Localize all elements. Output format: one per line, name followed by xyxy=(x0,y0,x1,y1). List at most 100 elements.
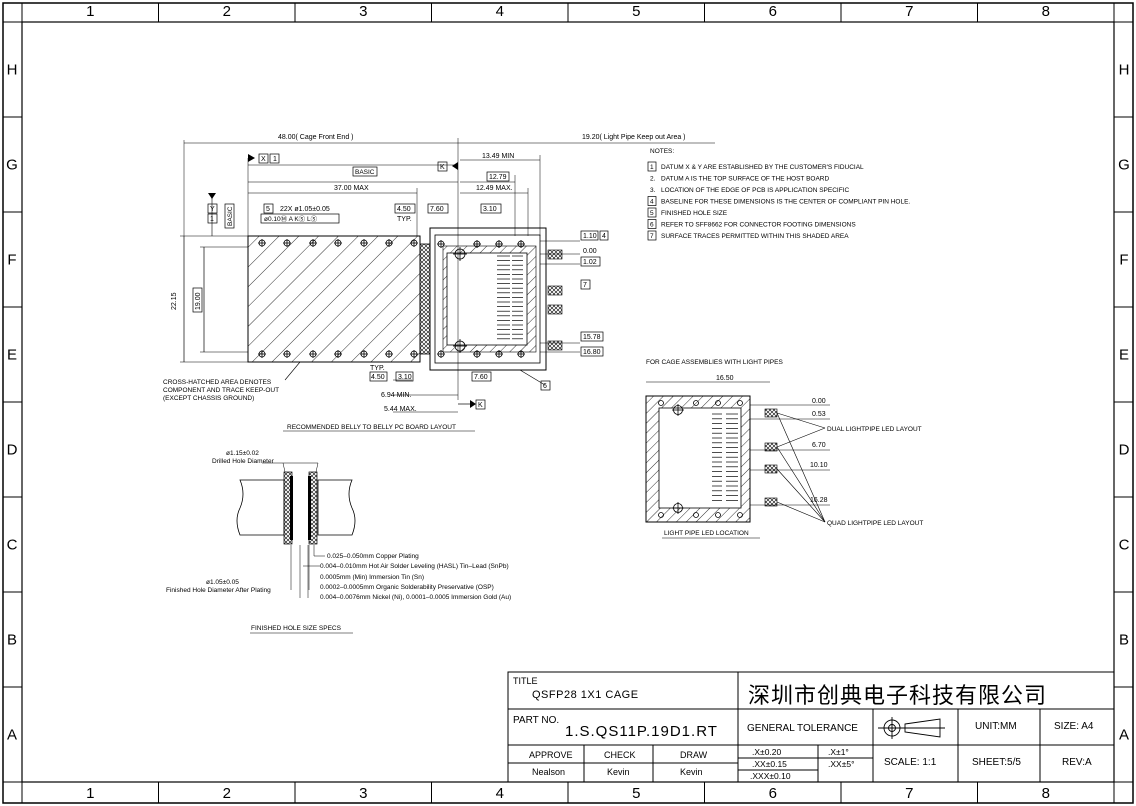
note-number: 5 xyxy=(650,210,654,217)
dim-12-49: 12.49 MAX. xyxy=(476,185,513,192)
dim-3-10b: 3.10 xyxy=(398,374,412,381)
note-number: 7 xyxy=(650,233,654,240)
zone-row-F: F xyxy=(1119,252,1128,269)
note-item: REFER TO SFF8662 FOR CONNECTOR FOOTING D… xyxy=(661,222,856,229)
dim-light-pipe-keepout: 19.20( Light Pipe Keep out Area ) xyxy=(582,134,686,141)
tol-x: .X±0.20 xyxy=(752,747,782,757)
dim-1-02: 1.02 xyxy=(583,259,597,266)
unit-label: UNIT:MM xyxy=(975,721,1017,732)
zone-col-3: 3 xyxy=(359,3,367,20)
flag-5-label: 5 xyxy=(266,206,270,213)
zone-row-D: D xyxy=(1119,442,1130,459)
zone-col-8: 8 xyxy=(1042,785,1050,802)
zone-row-A: A xyxy=(1119,727,1129,744)
light-pipe-view: FOR CAGE ASSEMBLIES WITH LIGHT PIPES 16.… xyxy=(645,359,923,539)
check-label: CHECK xyxy=(604,750,636,760)
part-number: 1.S.QS11P.19D1.RT xyxy=(565,723,718,740)
title-label: TITLE xyxy=(513,676,538,686)
lp-pin-hole xyxy=(715,400,721,406)
zone-row-G: G xyxy=(1118,157,1130,174)
flag-1-label: 1 xyxy=(273,156,277,163)
lp-pin-hole xyxy=(737,512,743,518)
zone-row-E: E xyxy=(1119,347,1129,364)
lp-dim-16-50: 16.50 xyxy=(716,375,734,382)
dim-12-79: 12.79 xyxy=(489,174,507,181)
basic-vertical: BASIC xyxy=(227,206,234,226)
hole-callout: 22X ø1.05±0.05 xyxy=(280,206,330,213)
general-tolerance: GENERAL TOLERANCE xyxy=(747,723,858,734)
sheet-label: SHEET:5/5 xyxy=(972,757,1021,768)
lp-dim-0-00: 0.00 xyxy=(812,398,826,405)
dim-22-15: 22.15 xyxy=(171,292,178,310)
zone-row-H: H xyxy=(1119,62,1130,79)
datum-x-label: X xyxy=(261,156,266,163)
company-name: 深圳市创典电子科技有限公司 xyxy=(748,684,1048,709)
zone-row-F: F xyxy=(7,252,16,269)
zone-row-C: C xyxy=(7,537,18,554)
lp-pin-hole xyxy=(658,400,664,406)
zone-row-B: B xyxy=(1119,632,1129,649)
finished-label: Finished Hole Diameter After Plating xyxy=(166,587,271,594)
lp-dim-16-28: 16.28 xyxy=(810,497,828,504)
tol-xxx: .XXX±0.10 xyxy=(750,771,791,781)
dim-4-50b: 4.50 xyxy=(371,374,385,381)
zone-row-D: D xyxy=(7,442,18,459)
note-item: LOCATION OF THE EDGE OF PCB IS APPLICATI… xyxy=(661,187,849,194)
typ-label: TYP. xyxy=(397,216,412,223)
hole-specs-caption: FINISHED HOLE SIZE SPECS xyxy=(251,625,342,632)
datum-k-label: K xyxy=(440,164,445,171)
zone-row-B: B xyxy=(7,632,17,649)
title-block xyxy=(507,671,1115,783)
hole-size-specs: ø1.15±0.02 Drilled Hole Diameter 0.025–0… xyxy=(166,450,511,634)
drilled-label: Drilled Hole Diameter xyxy=(212,458,275,465)
light-pipe-caption: LIGHT PIPE LED LOCATION xyxy=(664,530,749,537)
hole-tolerance: ø0.10Ⓜ A KⓈ LⓈ xyxy=(264,215,318,223)
drafter-name: Kevin xyxy=(680,767,703,777)
lp-pin-hole xyxy=(715,512,721,518)
scale-label: SCALE: 1:1 xyxy=(884,757,937,768)
typ2-label: TYP. xyxy=(370,365,385,372)
checker-name: Kevin xyxy=(607,767,630,777)
note-item: DATUM A IS THE TOP SURFACE OF THE HOST B… xyxy=(661,176,829,183)
spec-line-4: 0.004–0.0076mm Nickel (Ni), 0.0001–0.000… xyxy=(320,594,511,601)
lp-pin-hole xyxy=(658,512,664,518)
dim-7-60: 7.60 xyxy=(430,206,444,213)
belly-to-belly-layout: 48.00( Cage Front End ) 19.20( Light Pip… xyxy=(163,134,715,432)
crosshatch-note-1: CROSS-HATCHED AREA DENOTES xyxy=(163,379,272,386)
datum-y-label: Y xyxy=(210,206,215,213)
note-item: FINISHED HOLE SIZE xyxy=(661,210,728,217)
note-item: BASELINE FOR THESE DIMENSIONS IS THE CEN… xyxy=(661,199,910,206)
crosshatch-note-2: COMPONENT AND TRACE KEEP-OUT xyxy=(163,387,279,394)
dim-19-00: 19.00 xyxy=(195,292,202,310)
tol-xx: .XX±0.15 xyxy=(752,759,787,769)
note-number: 3. xyxy=(650,187,656,194)
basic-label: BASIC xyxy=(355,169,375,176)
dim-16-80: 16.80 xyxy=(583,349,601,356)
flag-4-label: 4 xyxy=(602,233,606,240)
quad-lightpipe-label: QUAD LIGHTPIPE LED LAYOUT xyxy=(827,520,923,527)
zone-row-C: C xyxy=(1119,537,1130,554)
lp-pin-hole xyxy=(737,400,743,406)
size-label: SIZE: A4 xyxy=(1054,721,1094,732)
dual-lightpipe-label: DUAL LIGHTPIPE LED LAYOUT xyxy=(827,426,922,433)
approve-label: APPROVE xyxy=(529,750,573,760)
dim-0-00: 0.00 xyxy=(583,248,597,255)
dim-37-00: 37.00 MAX xyxy=(334,185,369,192)
crosshatch-note-3: (EXCEPT CHASSIS GROUND) xyxy=(163,395,254,402)
spec-line-1: 0.004–0.010mm Hot Air Solder Leveling (H… xyxy=(320,563,509,570)
lp-pin-hole xyxy=(693,512,699,518)
note-number: 2. xyxy=(650,176,656,183)
zone-col-5: 5 xyxy=(632,785,640,802)
dim-4-50: 4.50 xyxy=(397,206,411,213)
zone-col-7: 7 xyxy=(905,3,913,20)
dim-1-10: 1.10 xyxy=(583,233,597,240)
dim-15-78: 15.78 xyxy=(583,334,601,341)
spec-line-3: 0.0002–0.0005mm Organic Solderability Pr… xyxy=(320,584,494,591)
zone-col-2: 2 xyxy=(223,3,231,20)
ang-xx: .XX±5° xyxy=(828,759,855,769)
datum-k2-label: K xyxy=(478,402,483,409)
zone-col-1: 1 xyxy=(86,3,94,20)
zone-col-8: 8 xyxy=(1042,3,1050,20)
note-number: 6 xyxy=(650,222,654,229)
